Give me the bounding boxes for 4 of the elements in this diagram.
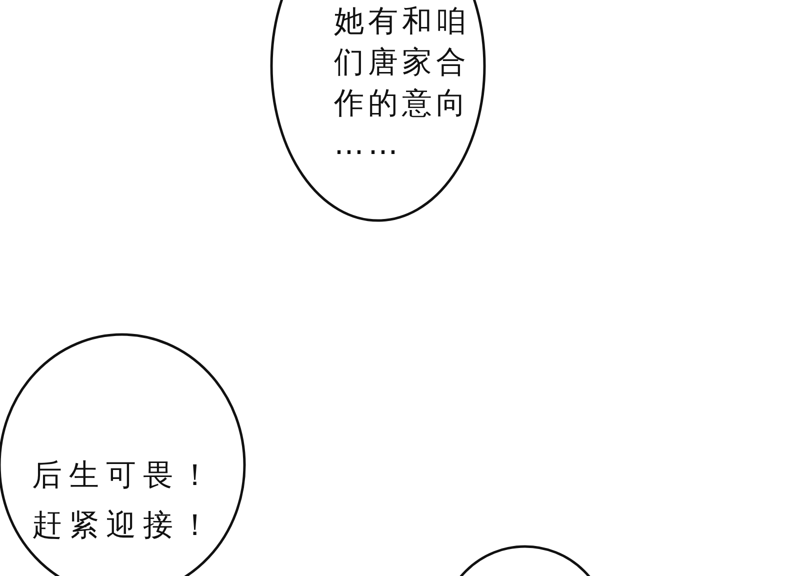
speech-text: 后生可畏！赶紧迎接！ [32, 457, 218, 545]
speech-bubble [270, 0, 486, 222]
speech-bubble [0, 333, 246, 576]
speech-text: 她有和咱们唐家合作的意向…… [334, 3, 471, 164]
